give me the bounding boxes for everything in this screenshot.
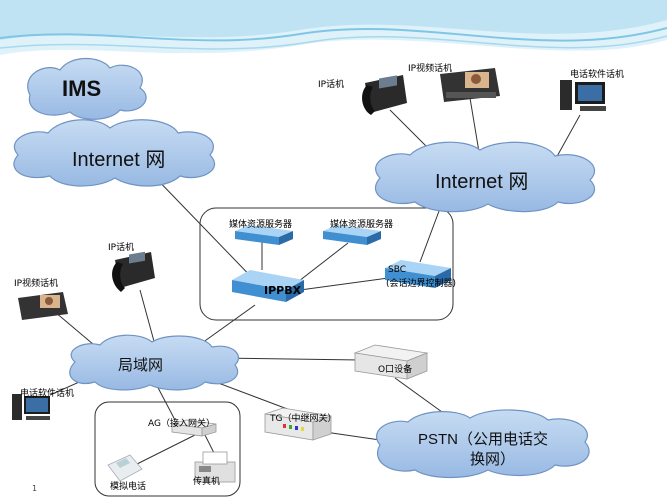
lan-cloud	[69, 334, 240, 391]
fax-icon	[194, 451, 236, 483]
pstn-label-line2: 换网）	[470, 451, 516, 468]
softphone-right-label: 电话软件话机	[570, 70, 625, 80]
sbc-label-line2: (会话边界控制器)	[386, 279, 457, 289]
softphone-right-icon	[560, 80, 606, 111]
ag-group-frame	[94, 401, 241, 497]
sbc-icon	[385, 260, 451, 288]
softphone-left-icon	[12, 394, 50, 420]
ip-video-phone-left-icon	[18, 292, 68, 320]
media-server-1-label: 媒体资源服务器	[229, 220, 293, 230]
lan-label: 局域网	[118, 357, 164, 374]
internet-right-cloud	[374, 141, 596, 213]
sbc-label-line1: SBC	[388, 265, 407, 275]
ippbx-label: IPPBX	[264, 284, 302, 297]
analog-phone-icon	[107, 454, 143, 482]
internet-left-cloud	[13, 119, 216, 187]
ip-phone-right-icon	[362, 75, 407, 115]
page-number: 1	[32, 484, 38, 493]
internet-left-label: Internet 网	[72, 149, 166, 171]
softphone-left-label: 电话软件话机	[20, 389, 75, 399]
media-server-1-icon	[235, 225, 293, 245]
ip-video-phone-left-label: IP视频话机	[14, 279, 59, 289]
pstn-cloud	[376, 409, 590, 479]
ims-label: IMS	[62, 76, 102, 101]
o-port-device-icon	[353, 344, 429, 380]
ims-cloud	[27, 57, 147, 120]
media-server-2-icon	[323, 225, 381, 245]
fax-label: 传真机	[193, 477, 221, 487]
ag-device-icon	[171, 419, 217, 437]
pstn-label-line1: PSTN（公用电话交	[418, 431, 549, 448]
media-server-2-label: 媒体资源服务器	[330, 220, 394, 230]
ip-phone-left-icon	[112, 251, 155, 292]
ip-video-phone-right-icon	[440, 68, 500, 102]
ip-phone-left-label: IP话机	[108, 243, 135, 253]
tg-label: TG（中继网关）	[270, 414, 337, 424]
ag-label: AG（接入网关）	[148, 419, 215, 429]
ippbx-icon	[232, 270, 304, 302]
tg-device-icon	[264, 407, 332, 441]
core-group-frame	[199, 207, 454, 321]
ip-phone-right-label: IP话机	[318, 80, 345, 90]
analog-phone-label: 模拟电话	[110, 482, 147, 492]
o-port-label: O口设备	[378, 365, 413, 375]
internet-right-label: Internet 网	[435, 171, 529, 193]
ip-video-phone-right-label: IP视频话机	[408, 64, 453, 74]
